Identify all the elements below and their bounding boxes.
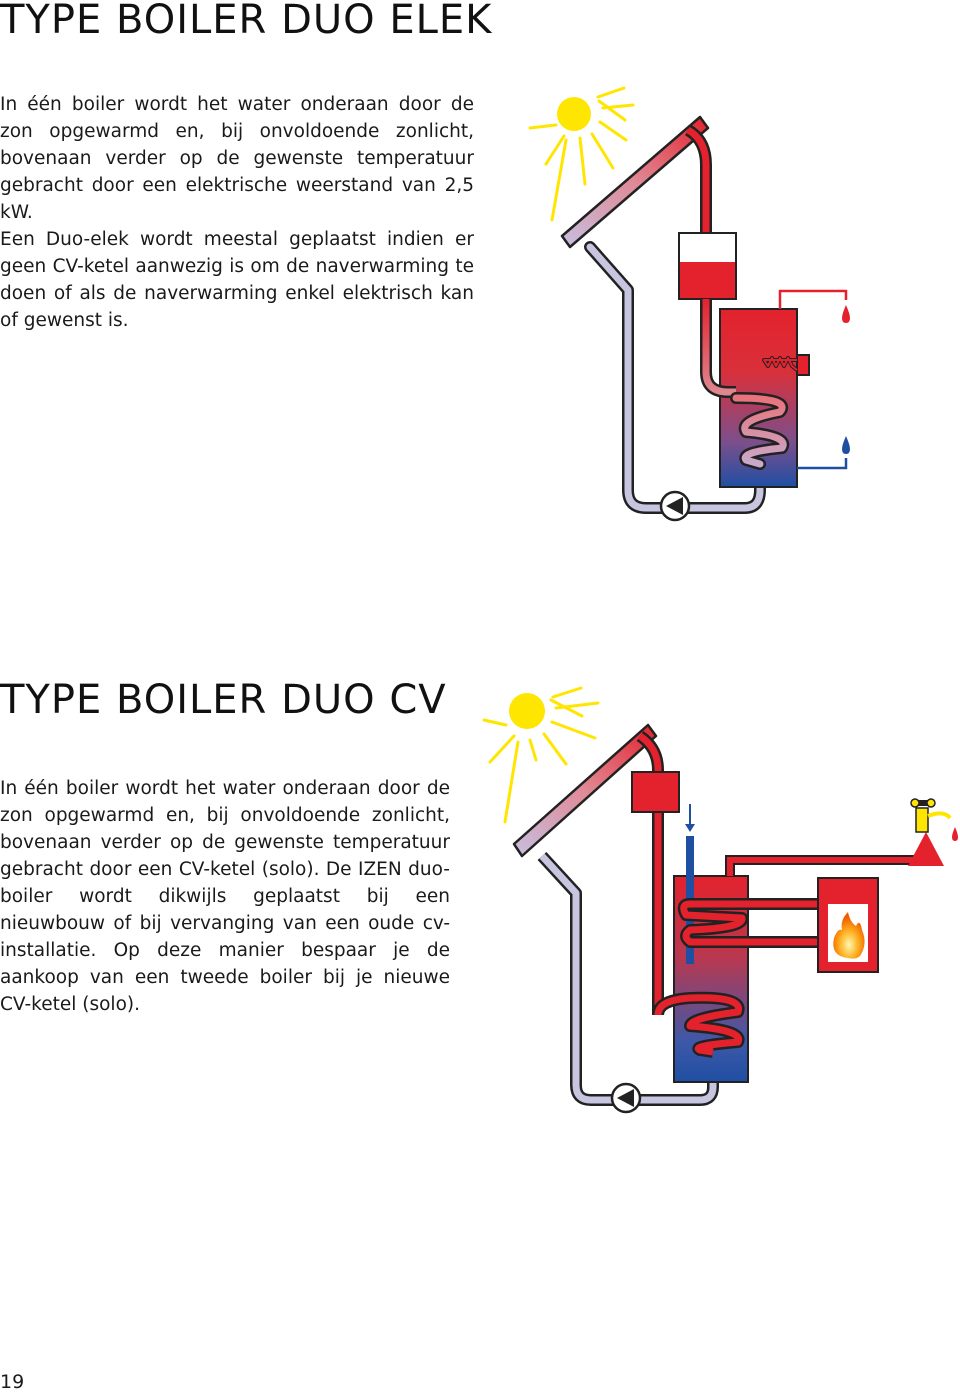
solar-coil: [652, 991, 745, 1058]
boiler-tank: [673, 875, 749, 1083]
paragraph-duo-cv: In één boiler wordt het water onderaan d…: [0, 778, 450, 1015]
pump-icon: [610, 1082, 642, 1114]
heating-element-icon: [762, 354, 810, 376]
solar-collector: [560, 115, 710, 249]
water-drop-icon: [842, 305, 850, 323]
tap-icon: [910, 798, 958, 841]
section-title-duo-elek: TYPE BOILER DUO ELEK: [0, 0, 493, 43]
cv-ketel: [817, 877, 879, 973]
flame-icon: [833, 912, 865, 959]
flow-pipe: [636, 731, 664, 1015]
flow-pipe: [684, 124, 712, 285]
paragraph-duo-elek-part2: Een Duo-elek wordt meestal geplaatst ind…: [0, 229, 474, 331]
pump-icon: [659, 490, 691, 522]
page-number: 19: [0, 1371, 25, 1393]
return-pipe: [537, 851, 719, 1106]
sun-icon: [482, 686, 600, 824]
cold-water-inlet: [685, 804, 695, 964]
expansion-vessel: [678, 232, 737, 300]
expansion-vessel: [631, 771, 680, 813]
solar-collector: [512, 723, 658, 858]
boiler-tank: [719, 308, 798, 488]
section-title-duo-cv: TYPE BOILER DUO CV: [0, 677, 447, 723]
cv-coil: [677, 898, 818, 948]
return-pipe: [584, 241, 766, 514]
sun-icon: [528, 86, 635, 222]
heat-exchanger-coil: [730, 392, 790, 470]
paragraph-duo-elek-part1: In één boiler wordt het water onderaan d…: [0, 94, 474, 223]
hot-water-outlet: [778, 289, 848, 309]
hot-water-outlet: [725, 855, 920, 876]
cold-water-inlet: [797, 458, 848, 470]
paragraph-duo-elek: In één boiler wordt het water onderaan d…: [0, 91, 474, 334]
